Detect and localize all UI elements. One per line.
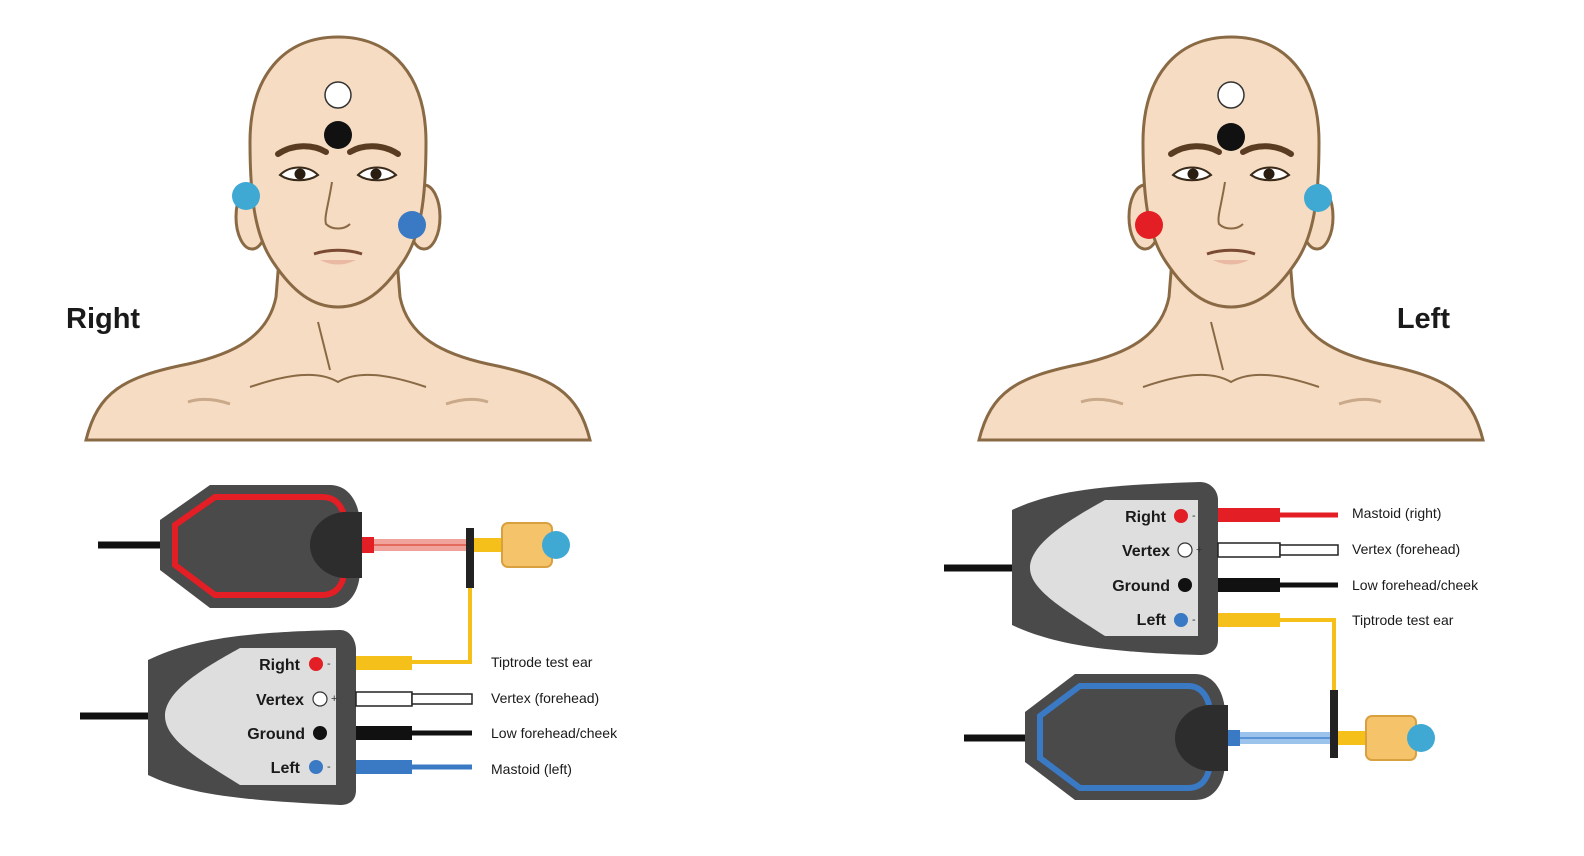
svg-text:-: - [1192,614,1196,626]
port-label: Ground [1112,578,1170,595]
port-label: Ground [247,726,305,743]
svg-text:-: - [327,658,331,670]
electrode-dot-icon [398,211,426,239]
port-label: Right [1125,509,1167,526]
port-row: Left - [1137,612,1336,690]
svg-text:-: - [327,761,331,773]
svg-text:+: + [1196,544,1202,556]
lead-label: Low forehead/cheek [1352,577,1479,593]
electrode-dot-icon [1217,123,1245,151]
right-panel: Right Right - [66,37,618,805]
lead-label: Tiptrode test ear [491,654,593,670]
electrode-dot-icon [324,81,352,109]
svg-text:+: + [331,693,337,705]
port-row: Vertex + [256,691,473,709]
left-panel: Left Right - Vertex + Ground [944,37,1483,800]
port-label: Vertex [1122,543,1170,560]
electrode-dot-icon [1135,211,1163,239]
tiptrode-icon [964,674,1435,800]
port-label: Right [259,657,301,674]
port-row: Right - [1125,508,1338,526]
lead-label: Tiptrode test ear [1352,612,1454,628]
panel-title: Left [1397,303,1451,335]
port-label: Left [1137,612,1167,629]
port-label: Left [271,760,301,777]
electrode-dot-icon [1304,184,1332,212]
port-row: Ground [1112,578,1338,595]
port-row: Right - [259,656,412,674]
electrode-dot-icon [232,182,260,210]
lead-label: Mastoid (right) [1352,505,1441,521]
port-label: Vertex [256,692,304,709]
preamp-box-icon [80,630,356,805]
lead-label: Vertex (forehead) [1352,541,1460,557]
lead-label: Mastoid (left) [491,761,572,777]
electrode-dot-icon [324,121,352,149]
svg-text:-: - [1192,510,1196,522]
electrode-dot-icon [1217,81,1245,109]
port-row: Ground [247,726,472,743]
lead-label: Low forehead/cheek [491,725,618,741]
preamp-box-icon [944,482,1218,655]
panel-title: Right [66,303,140,335]
tiptrode-icon [98,485,570,664]
port-row: Left - [271,760,472,777]
lead-label: Vertex (forehead) [491,690,599,706]
port-row: Vertex + [1122,542,1339,560]
